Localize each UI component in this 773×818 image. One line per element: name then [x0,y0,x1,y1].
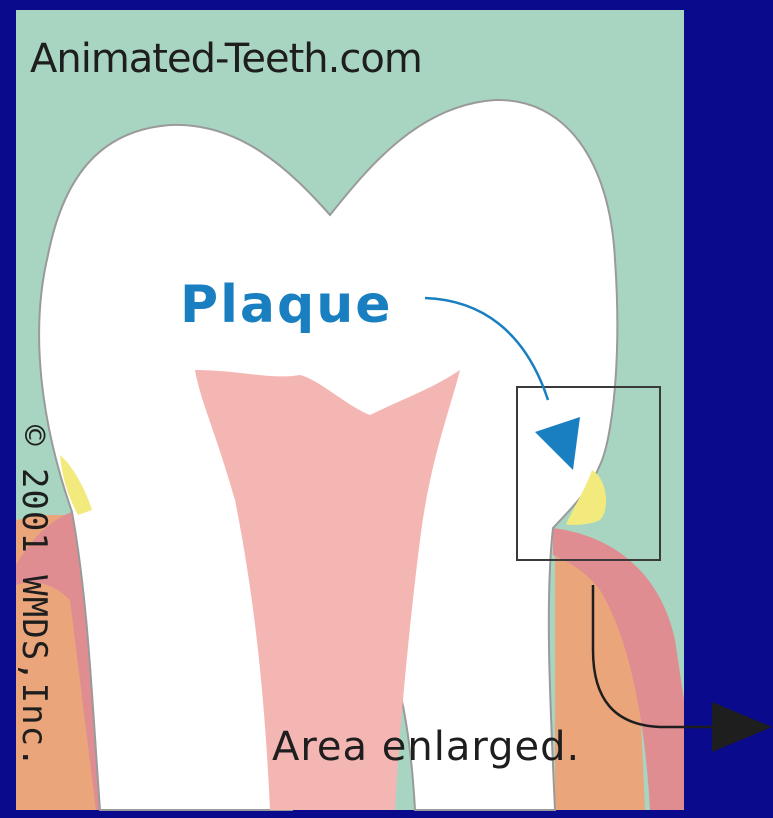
copyright-label: © 2001 WMDS,Inc. [14,425,54,769]
site-label: Animated-Teeth.com [30,36,422,82]
plaque-label: Plaque [180,275,393,335]
area-enlarged-label: Area enlarged. [272,724,580,770]
